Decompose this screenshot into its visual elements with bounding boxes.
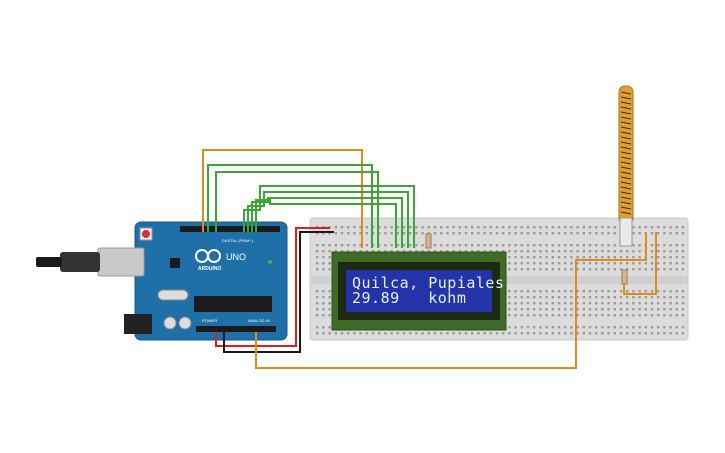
atmega-chip (194, 296, 272, 312)
wire-orange-analog (255, 232, 647, 369)
wires[interactable] (202, 149, 657, 369)
power-analog-header[interactable] (196, 326, 276, 332)
wire-black (223, 231, 334, 353)
digital-header-label: DIGITAL (PWM~) (222, 238, 254, 243)
digital-header[interactable] (180, 226, 280, 232)
power-header-label: POWER (202, 318, 217, 323)
lcd-screen (346, 270, 492, 312)
analog-header-label: ANALOG IN (248, 318, 270, 323)
wire-green-2 (215, 171, 379, 248)
usb-connector[interactable] (97, 247, 145, 277)
arduino-logo-icon (195, 249, 221, 263)
arduino-brand: ARDUINO (198, 266, 221, 272)
arduino-uno-board[interactable]: ARDUINO UNO DIGITAL (PWM~) POWER ANALOG … (36, 221, 288, 341)
wire-green-1 (207, 164, 373, 248)
reset-button[interactable] (142, 230, 150, 238)
wire-green-3 (243, 185, 415, 248)
lcd-module[interactable] (331, 251, 507, 331)
wire-orange-sensor (623, 232, 657, 295)
lcd-line-1: Quilca, Pupiales (352, 274, 505, 292)
power-led (268, 260, 272, 264)
lcd-resistor[interactable] (425, 233, 432, 249)
lcd-line-2: 29.89 kohm (352, 289, 467, 307)
flex-sensor[interactable] (618, 85, 634, 247)
arduino-model: UNO (226, 252, 246, 262)
power-jack[interactable] (124, 314, 152, 334)
wire-red (215, 227, 330, 347)
wire-green-6 (255, 199, 397, 248)
sensor-resistor[interactable] (621, 269, 628, 285)
